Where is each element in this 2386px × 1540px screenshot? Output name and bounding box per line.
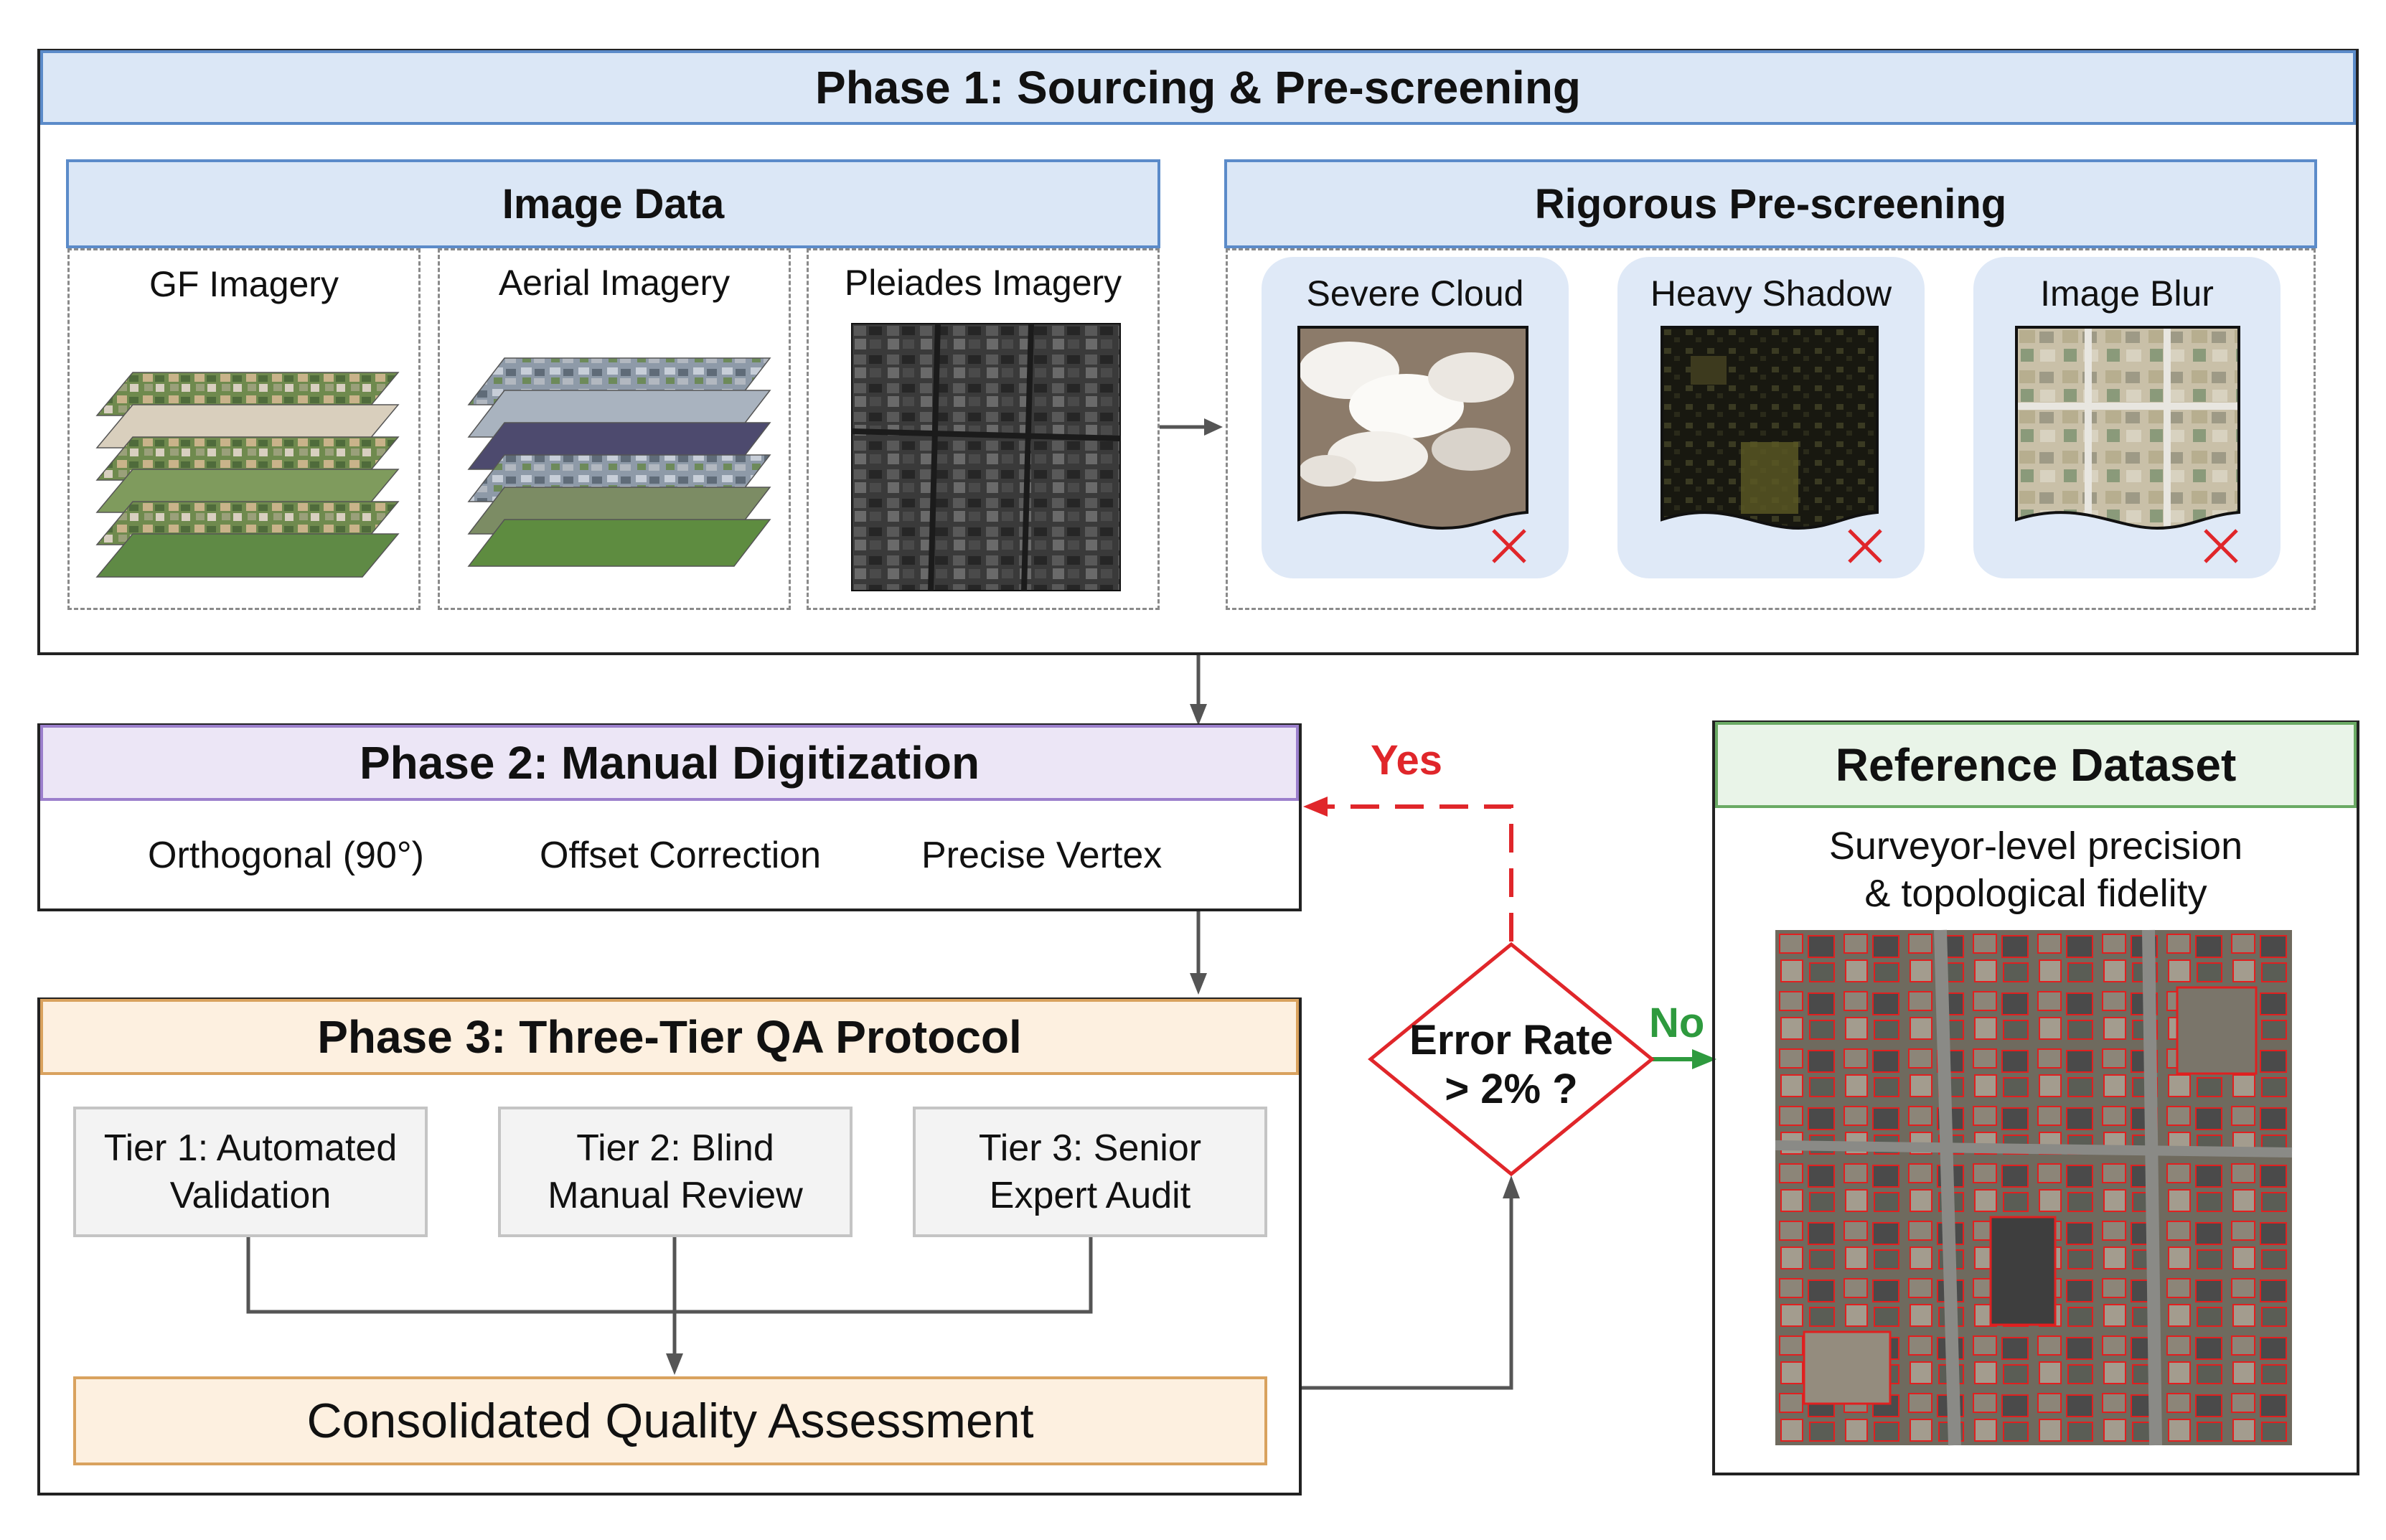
decision-line1: Error Rate [1409, 1017, 1613, 1064]
gf-imagery-box: GF Imagery [67, 248, 421, 610]
image-blur-card: Image Blur [1973, 257, 2281, 578]
no-label: No [1649, 1000, 1705, 1046]
reference-line2: & topological fidelity [1864, 872, 2207, 915]
image-blur-label: Image Blur [2040, 273, 2214, 314]
tier1-box: Tier 1: Automated Validation [73, 1107, 428, 1237]
phase1-title: Phase 1: Sourcing & Pre-screening [815, 62, 1581, 113]
image-blur-reject-icon [2204, 529, 2238, 563]
phase2-header: Phase 2: Manual Digitization [40, 725, 1299, 801]
consolidated-box: Consolidated Quality Assessment [73, 1376, 1267, 1465]
image-data-title: Image Data [502, 180, 725, 227]
arrow-to-prescreening [1160, 418, 1223, 436]
gf-imagery-label: GF Imagery [149, 264, 339, 304]
heavy-shadow-reject-icon [1848, 529, 1882, 563]
option-precise-vertex: Precise Vertex [921, 835, 1163, 876]
severe-cloud-image [1297, 326, 1528, 530]
pleiades-imagery-image [851, 323, 1121, 591]
prescreening-title: Rigorous Pre-screening [1534, 180, 2007, 227]
image-data-header: Image Data [66, 159, 1160, 248]
reference-line1: Surveyor-level precision [1828, 825, 2243, 868]
tier2-line1: Tier 2: Blind [576, 1127, 774, 1169]
reference-title: Reference Dataset [1835, 739, 2237, 791]
arrow-phase2-to-phase3 [1190, 911, 1207, 995]
pleiades-imagery-box: Pleiades Imagery [807, 248, 1160, 610]
severe-cloud-card: Severe Cloud [1262, 257, 1569, 578]
consolidated-label: Consolidated Quality Assessment [306, 1394, 1034, 1448]
heavy-shadow-image [1661, 326, 1879, 530]
tier2-box: Tier 2: Blind Manual Review [498, 1107, 853, 1237]
yes-label: Yes [1371, 737, 1442, 784]
prescreening-box [1226, 248, 2316, 610]
tier1-line2: Validation [169, 1175, 332, 1216]
aerial-imagery-box: Aerial Imagery [438, 248, 791, 610]
reference-dataset-image [1775, 929, 2293, 1446]
image-blur-image [2015, 326, 2240, 530]
phase3-header: Phase 3: Three-Tier QA Protocol [40, 999, 1299, 1075]
phase1-header: Phase 1: Sourcing & Pre-screening [40, 50, 2356, 125]
decision-line2: > 2% ? [1445, 1066, 1578, 1112]
severe-cloud-label: Severe Cloud [1306, 273, 1524, 314]
decision-diamond: Error Rate > 2% ? [1385, 1016, 1638, 1112]
tier3-line1: Tier 3: Senior [978, 1127, 1202, 1169]
phase3-title: Phase 3: Three-Tier QA Protocol [317, 1011, 1022, 1063]
tier3-box: Tier 3: Senior Expert Audit [913, 1107, 1267, 1237]
phase2-title: Phase 2: Manual Digitization [359, 737, 980, 789]
reference-header: Reference Dataset [1715, 722, 2357, 808]
heavy-shadow-label: Heavy Shadow [1650, 273, 1892, 314]
prescreening-header: Rigorous Pre-screening [1224, 159, 2317, 248]
tier3-line2: Expert Audit [989, 1175, 1191, 1216]
pleiades-imagery-label: Pleiades Imagery [844, 263, 1122, 303]
heavy-shadow-card: Heavy Shadow [1617, 257, 1925, 578]
gf-imagery-stack-image [95, 372, 400, 578]
option-orthogonal: Orthogonal (90°) [148, 835, 424, 876]
arrow-phase1-to-phase2 [1190, 655, 1207, 726]
aerial-imagery-label: Aerial Imagery [498, 263, 731, 303]
severe-cloud-reject-icon [1492, 529, 1526, 563]
reference-caption: Surveyor-level precision & topological f… [1715, 822, 2357, 917]
option-offset-correction: Offset Correction [540, 835, 822, 876]
aerial-imagery-stack-image [467, 357, 771, 567]
tier1-line1: Tier 1: Automated [103, 1127, 398, 1169]
tier2-line2: Manual Review [548, 1175, 803, 1216]
